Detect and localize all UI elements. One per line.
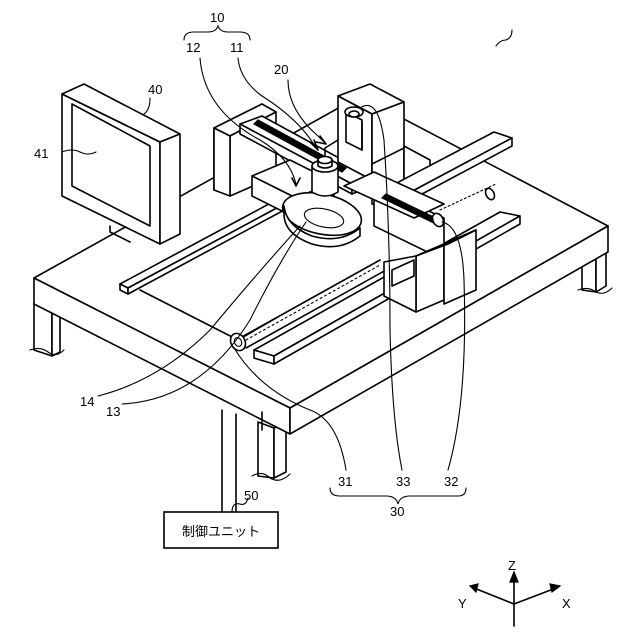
ref-20: 20 <box>274 62 288 77</box>
z-actuator-33 <box>345 107 363 150</box>
ref-33: 33 <box>396 474 410 489</box>
ref-40: 40 <box>148 82 162 97</box>
ref-31: 31 <box>338 474 352 489</box>
ref-30: 30 <box>390 504 404 519</box>
axis-z-label: Z <box>508 558 516 573</box>
axis-y-label: Y <box>458 596 467 611</box>
ref-14: 14 <box>80 394 94 409</box>
ref-13: 13 <box>106 404 120 419</box>
ref-12: 12 <box>186 40 200 55</box>
ref-41: 41 <box>34 146 48 161</box>
axis-triad: Z Y X <box>458 558 571 626</box>
ref-10: 10 <box>210 10 224 25</box>
axis-x-label: X <box>562 596 571 611</box>
ref-50: 50 <box>244 488 258 503</box>
ref-32: 32 <box>444 474 458 489</box>
display-unit-40 <box>62 84 180 244</box>
control-unit-label: 制御ユニット <box>182 525 260 540</box>
ref-11: 11 <box>230 40 244 55</box>
control-unit-box: 制御ユニット <box>164 512 278 548</box>
